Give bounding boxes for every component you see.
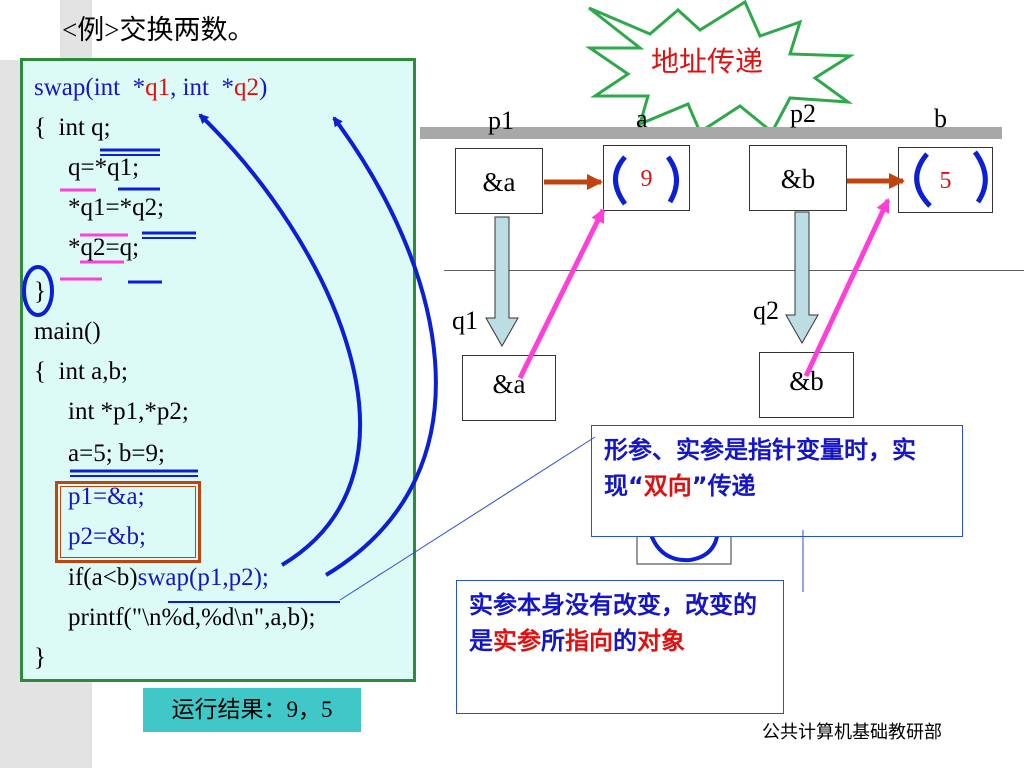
code-line-6: } xyxy=(34,278,46,305)
note2-hl3: 对象 xyxy=(637,627,685,655)
code-if: if(a<b) xyxy=(68,564,138,591)
footer-text: 公共计算机基础教研部 xyxy=(762,722,942,743)
code-line-9: int *p1,*p2; xyxy=(68,398,189,425)
code-q1: q1 xyxy=(145,74,171,101)
note1-text-end: 传递 xyxy=(707,472,756,500)
code-line-15: } xyxy=(34,644,46,671)
arrow-p2-q2 xyxy=(785,211,819,345)
note1-text: 形参、实参是指针变量时，实现 xyxy=(604,436,916,500)
code-line-14: printf("\n%d,%d\n",a,b); xyxy=(68,604,316,631)
label-p2: p2 xyxy=(790,99,816,128)
note1-highlight: 双向 xyxy=(643,472,692,500)
note2-text2: 所 xyxy=(541,627,565,655)
brace-circle xyxy=(22,265,54,317)
arrow-q1-a xyxy=(517,208,606,380)
code-line-13: if(a<b)swap(p1,p2); xyxy=(68,563,269,593)
note2-hl1: 实参 xyxy=(493,627,541,655)
burst-label: 地址传递 xyxy=(651,45,764,78)
slide-title: <例>交换两数。 xyxy=(62,15,255,45)
result-label: 运行结果：9，5 xyxy=(143,688,361,732)
note-bidirectional: 形参、实参是指针变量时，实现“双向”传递 xyxy=(591,425,963,537)
code-q2: q2 xyxy=(234,74,260,101)
code-line-11: p1=&a; xyxy=(68,483,145,510)
cell-p1: &a xyxy=(455,148,543,214)
arrow-p1-to-q1 xyxy=(198,113,363,567)
code-line-7: main() xyxy=(34,318,101,345)
code-line-3: q=*q1; xyxy=(68,154,140,181)
code-line-1: swap(int *q1, int *q2) xyxy=(34,73,267,103)
code-line-8: { int a,b; xyxy=(34,358,128,385)
code-line-10: a=5; b=9; xyxy=(68,440,165,467)
cell-q1: &a xyxy=(462,355,556,421)
note2-hl2: 指向 xyxy=(565,627,613,655)
divider-line xyxy=(444,270,1024,271)
pointer-assign-box xyxy=(55,481,201,563)
code-fn: swap(int * xyxy=(34,74,146,101)
code-sep: , int * xyxy=(170,74,235,101)
note2-text: 实参本身没有改变，改变的是 xyxy=(469,591,757,655)
note1-quote-open: “ xyxy=(628,472,644,500)
slide-top-strip xyxy=(0,0,60,60)
note2-text3: 的 xyxy=(613,627,637,655)
code-line-4: *q1=*q2; xyxy=(68,194,165,221)
cell-p2: &b xyxy=(749,145,847,211)
label-b: b xyxy=(934,104,947,133)
arrow-p1-q1 xyxy=(485,216,519,348)
code-line-12: p2=&b; xyxy=(68,523,146,550)
note-pointer-target: 实参本身没有改变，改变的是实参所指向的对象 xyxy=(456,580,784,714)
memory-bar xyxy=(420,127,1002,139)
code-panel xyxy=(20,58,416,682)
arrow-q2-b xyxy=(803,198,891,378)
label-q2: q2 xyxy=(753,296,779,325)
code-close: ) xyxy=(259,74,268,101)
code-line-2: { int q; xyxy=(34,114,111,141)
arrow-p2-to-q2 xyxy=(324,116,438,577)
code-line-5: *q2=q; xyxy=(68,234,140,261)
label-p1: p1 xyxy=(488,106,514,135)
note1-quote-close: ” xyxy=(691,472,708,500)
label-q1: q1 xyxy=(452,306,478,335)
label-a: a xyxy=(636,104,648,133)
code-swap-call: swap(p1,p2); xyxy=(137,564,269,591)
cell-q2: &b xyxy=(759,352,854,418)
